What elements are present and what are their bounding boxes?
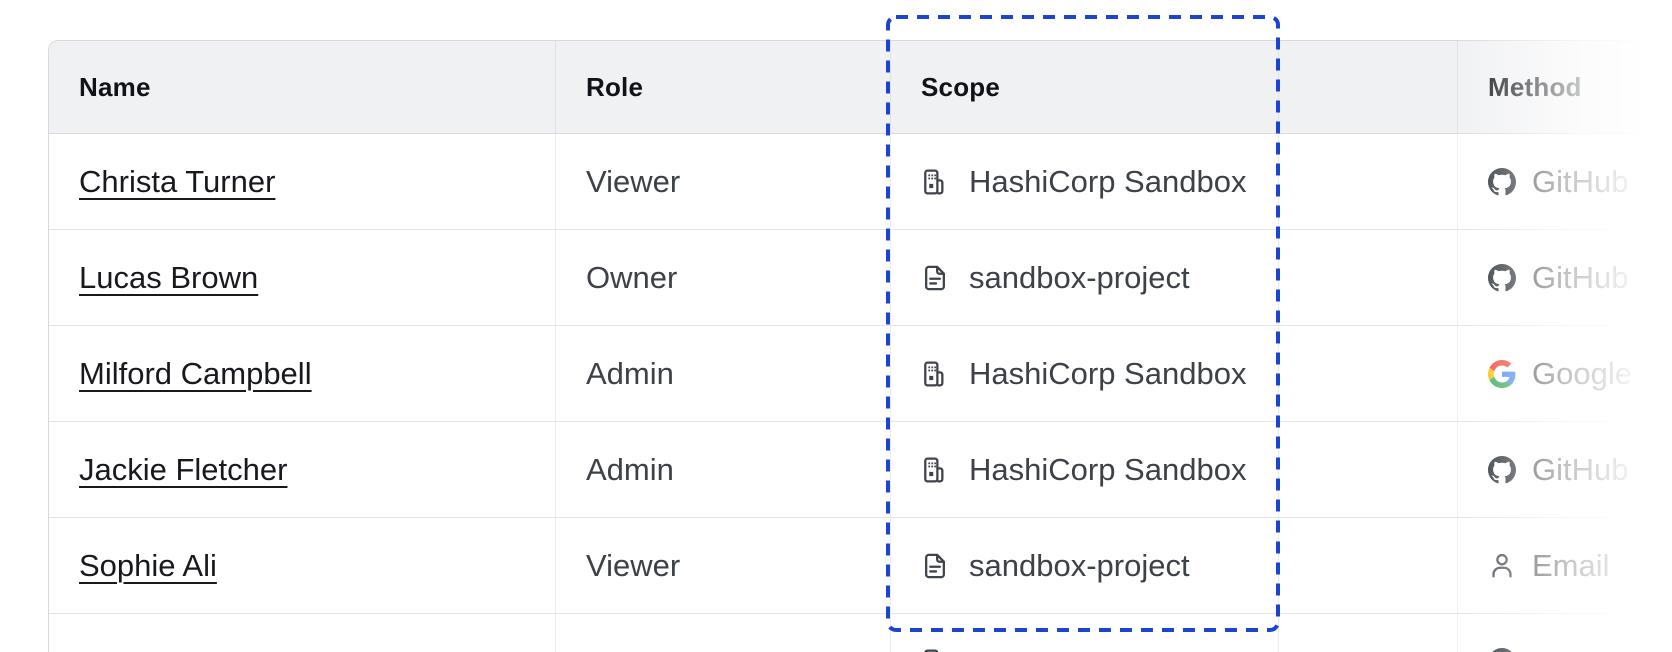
name-cell: Christa Turner [49,134,555,229]
table-row: Christa Turner Viewer HashiCorp Sandbox … [49,134,1672,230]
spacer-cell [1278,614,1457,652]
github-icon [1488,455,1516,484]
scope-cell: sandbox-project [890,518,1278,613]
role-cell: Viewer [555,518,890,613]
building-icon [921,648,949,652]
table-body: Christa Turner Viewer HashiCorp Sandbox … [49,134,1672,652]
member-name-link[interactable]: Jackie Fletcher [79,451,288,487]
role-cell: Admin [555,326,890,421]
column-header-spacer [1278,41,1457,133]
user-icon [1488,552,1516,580]
member-scope: HashiCorp Sandbox [969,163,1247,199]
member-method: GitHub [1532,259,1629,295]
table-row: Sophie Ali Viewer sandbox-project Email [49,518,1672,614]
method-cell: GitHub [1457,422,1672,517]
method-cell [1457,614,1672,652]
table-row [49,614,1672,652]
member-name-link[interactable]: Sophie Ali [79,547,217,583]
github-icon [1488,263,1516,292]
column-header-role: Role [555,41,890,133]
name-cell: Jackie Fletcher [49,422,555,517]
github-icon [1488,167,1516,196]
table-row: Jackie Fletcher Admin HashiCorp Sandbox … [49,422,1672,518]
spacer-cell [1278,230,1457,325]
member-name-link[interactable]: Milford Campbell [79,355,312,391]
role-cell: Admin [555,422,890,517]
member-scope: sandbox-project [969,259,1190,295]
member-role: Owner [586,259,678,295]
google-icon [1488,359,1516,388]
column-header-method: Method [1457,41,1672,133]
member-method: GitHub [1532,451,1629,487]
role-cell [555,614,890,652]
role-cell: Viewer [555,134,890,229]
member-role: Viewer [586,163,681,199]
github-icon [1488,647,1516,652]
member-name-link[interactable]: Lucas Brown [79,259,259,295]
member-method: GitHub [1532,163,1629,199]
member-method: Google [1532,355,1632,391]
table-header-row: Name Role Scope Method [49,41,1672,134]
building-icon [921,168,949,196]
member-method: Email [1532,547,1610,583]
method-cell: GitHub [1457,230,1672,325]
scope-cell: sandbox-project [890,230,1278,325]
role-cell: Owner [555,230,890,325]
scope-cell: HashiCorp Sandbox [890,134,1278,229]
member-scope: HashiCorp Sandbox [969,355,1247,391]
member-name-link[interactable]: Christa Turner [79,163,276,199]
scope-cell [890,614,1278,652]
table-row: Lucas Brown Owner sandbox-project GitHub [49,230,1672,326]
name-cell: Lucas Brown [49,230,555,325]
method-cell: GitHub [1457,134,1672,229]
member-role: Viewer [586,547,681,583]
table-row: Milford Campbell Admin HashiCorp Sandbox… [49,326,1672,422]
members-table: Name Role Scope Method Christa Turner Vi… [48,40,1672,652]
spacer-cell [1278,326,1457,421]
member-scope: HashiCorp Sandbox [969,451,1247,487]
file-text-icon [921,552,949,580]
spacer-cell [1278,422,1457,517]
column-header-scope: Scope [890,41,1278,133]
name-cell: Sophie Ali [49,518,555,613]
name-cell: Milford Campbell [49,326,555,421]
scope-cell: HashiCorp Sandbox [890,326,1278,421]
spacer-cell [1278,134,1457,229]
member-role: Admin [586,451,674,487]
name-cell [49,614,555,652]
spacer-cell [1278,518,1457,613]
method-cell: Email [1457,518,1672,613]
member-role: Admin [586,355,674,391]
member-scope: sandbox-project [969,547,1190,583]
building-icon [921,456,949,484]
column-header-name: Name [79,71,151,102]
method-cell: Google [1457,326,1672,421]
building-icon [921,360,949,388]
file-text-icon [921,264,949,292]
scope-cell: HashiCorp Sandbox [890,422,1278,517]
